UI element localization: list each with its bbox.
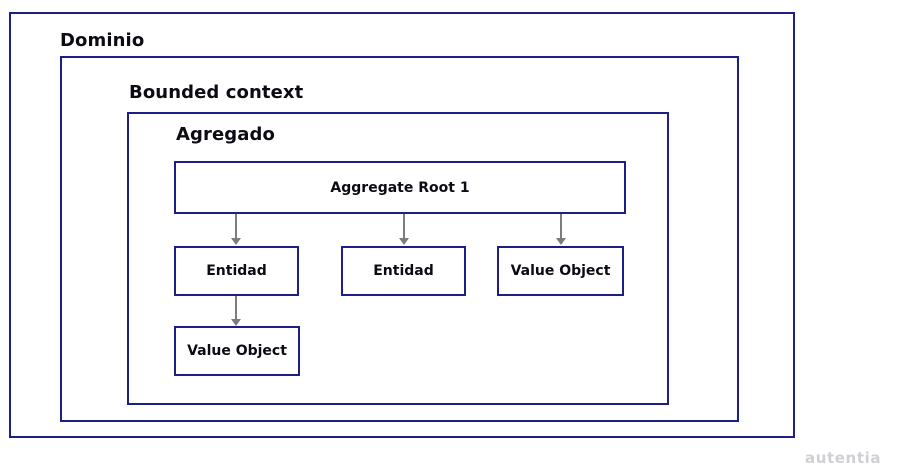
entidad-box-2: Entidad <box>341 246 466 296</box>
arrow-root-to-entidad-2 <box>399 214 409 245</box>
entidad-label-1: Entidad <box>206 263 267 279</box>
entidad-box-1: Entidad <box>174 246 299 296</box>
value-object-box-1: Value Object <box>497 246 624 296</box>
aggregate-root-box: Aggregate Root 1 <box>174 161 626 214</box>
arrow-entidad-to-value-object <box>231 296 241 326</box>
bounded-context-frame <box>60 56 739 422</box>
agregado-title: Agregado <box>176 124 275 145</box>
dominio-title: Dominio <box>60 30 145 51</box>
bounded-context-title: Bounded context <box>129 82 304 103</box>
value-object-label-2: Value Object <box>187 343 287 359</box>
dominio-frame <box>9 12 795 438</box>
aggregate-root-label: Aggregate Root 1 <box>330 179 470 196</box>
agregado-frame <box>127 112 669 405</box>
value-object-label-1: Value Object <box>510 263 611 279</box>
arrow-root-to-entidad-1 <box>231 214 241 245</box>
value-object-box-2: Value Object <box>174 326 300 376</box>
arrow-root-to-value-object <box>556 214 566 245</box>
autentia-logo: autentia <box>805 449 882 467</box>
entidad-label-2: Entidad <box>373 263 434 279</box>
